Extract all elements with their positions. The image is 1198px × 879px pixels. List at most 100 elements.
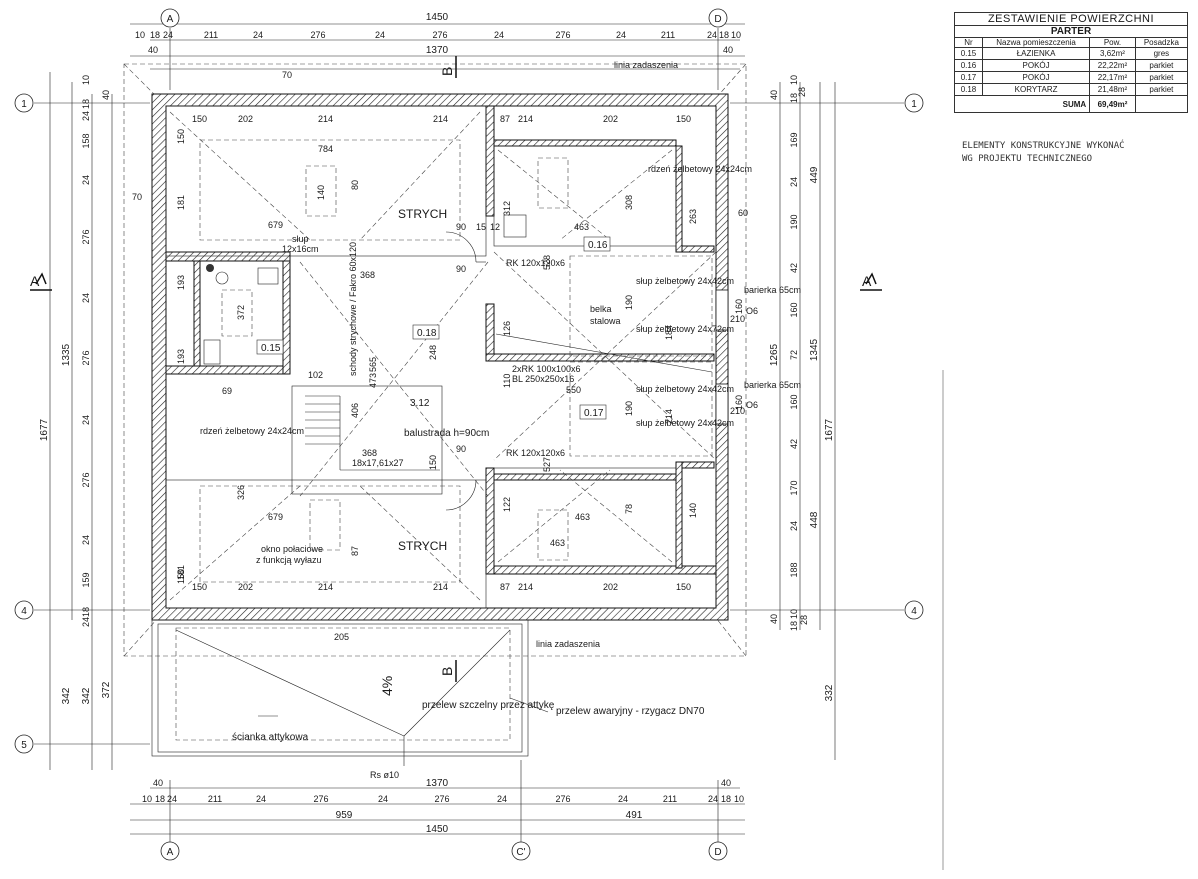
dim-bottom-40a: 40 [153,778,163,788]
dim-top-chain-3: 276 [310,30,325,40]
row-name: KORYTARZ [981,83,1091,96]
dim-top-chain-8: 24 [616,30,626,40]
dim-top-total: 1450 [426,12,449,23]
row-name: ŁAZIENKA [981,47,1091,60]
table-row: 0.16 POKÓJ 22,22m² parkiet [954,59,1189,72]
dim-left-chain-3: 276 [81,229,91,244]
section-b-top: B [439,67,455,76]
axis-right-1: 1 [911,99,917,110]
dim-right-332: 332 [824,684,835,701]
axis-markers-top: A D [160,8,728,90]
inner-dim-16: 463 [550,538,565,548]
dim-left-chain-2: 24 [81,175,91,185]
axis-markers-left: 1 4 5 [14,93,150,754]
inner-dim-6: 214 [518,114,533,124]
inner-dim-51: 80 [350,180,360,190]
overflow-emergency-label: przelew awaryjny - rzygacz DN70 [556,706,705,717]
dim-right-small-5: 40 [769,614,779,624]
railing-1-label: barierka 65cm [744,285,801,295]
dim-left-342a: 342 [61,687,72,704]
inner-dim-42: 150 [176,569,186,584]
inner-dim-11: 368 [360,270,375,280]
dim-top-40b: 40 [723,45,733,55]
roof-edge-label-bottom: linia zadaszenia [536,639,600,649]
inner-dim-22: 214 [433,582,448,592]
sum-blank [1134,95,1189,113]
inner-dim-44: 308 [624,195,634,210]
window-note-a: okno połaciowe [261,544,323,554]
inner-dim-5: 87 [500,114,510,124]
dim-right-chain-1: 169 [789,132,799,147]
slope-label: 4% [379,676,395,696]
dim-right-small-8: 28 [799,615,809,625]
dim-left-chain-5: 276 [81,350,91,365]
table-row: 0.15 ŁAZIENKA 3,62m² gres [954,47,1189,60]
dim-top-chain-4: 24 [375,30,385,40]
row-floor: parkiet [1134,71,1189,84]
inner-dim-28: 102 [308,370,323,380]
dim-bottom-small-3: 24 [167,794,177,804]
inner-dim-53: 473 [368,373,378,388]
col-e2-label: słup żelbetowy 24x42cm [636,384,734,394]
dim-right-chain-6: 72 [789,350,799,360]
post-size-label: 12x16cm [282,244,319,254]
rim-left-label: rdzeń żelbetowy 24x24cm [200,426,304,436]
building-walls [151,93,729,621]
bl-mid-label: BL 250x250x16 [512,374,574,384]
inner-dim-48: 78 [624,504,634,514]
bottom-dimensions: 40 1370 40 10 18 24 211 24 276 24 276 24… [130,778,745,835]
inner-dim-60: 214 [664,409,674,424]
dim-top-chain-5: 276 [432,30,447,40]
inner-dim-70: 140 [316,185,326,200]
dim-bottom-chain-4: 24 [378,794,388,804]
dim-left-372: 372 [101,681,112,698]
dim-top-small-4: 24 [707,30,717,40]
dim-left-chain-4: 24 [81,293,91,303]
schedule-subtitle: PARTER [954,25,1188,38]
dim-bottom-small-1: 10 [142,794,152,804]
inner-dim-36: 70 [282,70,292,80]
inner-dim-7: 202 [603,114,618,124]
dim-top-small-6: 10 [731,30,741,40]
dim-bottom-491: 491 [626,810,643,821]
room-016-label: 0.16 [588,240,608,251]
inner-dim-37: 181 [176,195,186,210]
stairs-label: 18x17,61x27 [352,458,404,468]
inner-dim-1: 150 [192,114,207,124]
dim-bottom-959: 959 [336,810,353,821]
inner-dim-31: 90 [456,264,466,274]
section-a-left: A [30,273,40,289]
inner-dim-40: 193 [176,349,186,364]
axis-top-a: A [167,14,174,25]
dim-bottom-total: 1450 [426,824,449,835]
inner-dim-64: 210 [730,406,745,416]
schedule-header-nr: Nr [954,37,983,48]
row-area: 21,48m² [1089,83,1136,96]
dim-bottom-chain-2: 24 [256,794,266,804]
dim-top-40a: 40 [148,45,158,55]
beam-note-a: belka [590,304,612,314]
dim-right-chain-9: 170 [789,480,799,495]
inner-dim-63: 210 [730,314,745,324]
inner-dim-58: 527 [542,457,552,472]
inner-dim-19: 150 [192,582,207,592]
inner-dim-46: 140 [688,503,698,518]
dim-bottom-chain-7: 276 [555,794,570,804]
axis-bottom-a: A [167,847,174,858]
inner-dim-18: 679 [268,512,283,522]
dim-right-small-4: 28 [797,87,807,97]
row-floor: parkiet [1134,83,1189,96]
inner-dim-45: 263 [688,209,698,224]
inner-dim-4: 214 [433,114,448,124]
inner-dim-33: 205 [334,632,349,642]
inner-dim-21: 214 [318,582,333,592]
schedule-header-row: Nr Nazwa pomieszczenia Pow. Posadzka [954,37,1189,48]
inner-dim-14: 15 [476,222,486,232]
dim-left-small-2: 40 [101,90,111,100]
axis-bottom-c: C' [516,847,525,858]
dim-right-chain-11: 188 [789,562,799,577]
inner-dim-66: 110 [502,374,512,388]
col-ne-label: słup żelbetowy 24x42cm [636,276,734,286]
dim-top-small-1: 10 [135,30,145,40]
col-e3-label: słup żelbetowy 24x42cm [636,418,734,428]
